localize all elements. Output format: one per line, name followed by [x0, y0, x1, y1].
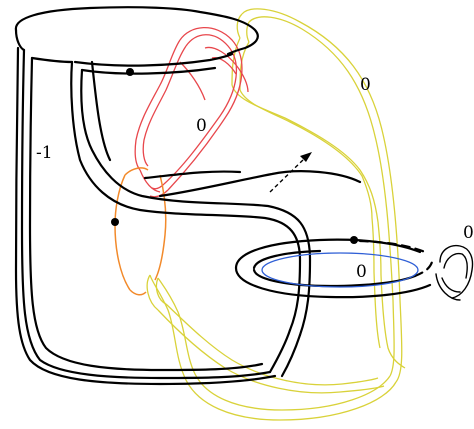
small-loop-framing-label: 0: [463, 223, 474, 243]
blue-component: [262, 253, 418, 287]
red-framing-label: 0: [196, 116, 207, 136]
black-components: [16, 7, 360, 384]
small-loop: [436, 246, 473, 300]
blue-framing-label: 0: [356, 262, 367, 282]
dot-torus: [350, 236, 358, 244]
dot-orange: [111, 218, 119, 226]
black-framing-label: -1: [36, 143, 53, 163]
dot-top: [126, 68, 134, 76]
torus-band: [236, 240, 432, 298]
yellow-framing-label: 0: [360, 75, 371, 95]
